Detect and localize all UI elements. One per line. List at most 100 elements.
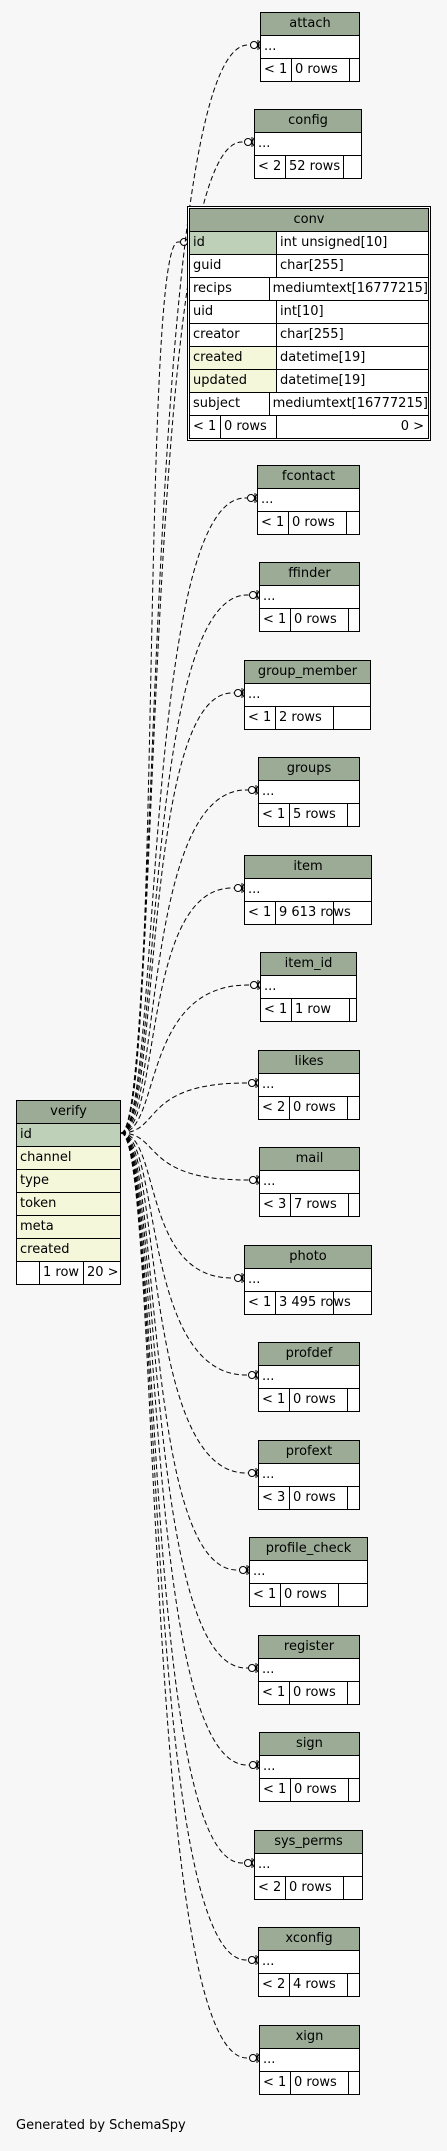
table-header[interactable]: attach <box>261 13 359 36</box>
column-name[interactable]: subject <box>193 396 241 411</box>
collapsed-columns[interactable]: ... <box>248 882 261 897</box>
table-header[interactable]: profdef <box>259 1343 359 1366</box>
table-verify-header[interactable]: verify <box>17 1101 120 1124</box>
parent-count: < 1 <box>253 1587 277 1602</box>
table-header[interactable]: mail <box>260 1148 359 1171</box>
table-header[interactable]: fcontact <box>258 466 359 489</box>
table-header[interactable]: ffinder <box>260 563 359 586</box>
relationship-edge <box>120 789 258 1134</box>
many-marker <box>255 1370 259 1380</box>
many-marker <box>255 1663 259 1673</box>
column-meta[interactable]: meta <box>17 1216 120 1238</box>
column-name[interactable]: updated <box>190 370 276 392</box>
generated-by-label: Generated by SchemaSpy <box>16 2118 186 2133</box>
column-name[interactable]: created <box>190 347 276 369</box>
table-header[interactable]: xconfig <box>259 1928 359 1951</box>
collapsed-columns[interactable]: ... <box>264 979 277 994</box>
column-id[interactable]: id <box>17 1124 120 1146</box>
table-header[interactable]: group_member <box>245 661 370 684</box>
collapsed-columns[interactable]: ... <box>261 492 274 507</box>
optional-marker <box>248 1956 256 1964</box>
collapsed-columns[interactable]: ... <box>262 1662 275 1677</box>
relationship-edge <box>120 1082 258 1134</box>
collapsed-columns[interactable]: ... <box>263 1759 276 1774</box>
collapsed-columns[interactable]: ... <box>258 136 271 151</box>
relationship-edge <box>120 1132 258 1376</box>
collapsed-columns[interactable]: ... <box>258 1857 271 1872</box>
child-count <box>347 1097 359 1119</box>
table-header[interactable]: sys_perms <box>255 1831 362 1854</box>
collapsed-columns[interactable]: ... <box>263 2052 276 2067</box>
collapsed-columns[interactable]: ... <box>263 1174 276 1189</box>
table-header[interactable]: register <box>259 1636 359 1659</box>
column-created[interactable]: created <box>17 1239 120 1261</box>
child-count <box>333 707 370 729</box>
table-conv-header[interactable]: conv <box>190 209 428 232</box>
row-count: 52 rows <box>285 156 343 178</box>
column-name[interactable]: creator <box>193 327 240 342</box>
table-header[interactable]: photo <box>245 1246 371 1269</box>
table-header[interactable]: item_id <box>261 953 356 976</box>
column-type[interactable]: type <box>17 1170 120 1192</box>
table-header[interactable]: sign <box>260 1733 359 1756</box>
column-name[interactable]: recips <box>193 281 232 296</box>
column-name[interactable]: id <box>190 232 276 254</box>
collapsed-columns[interactable]: ... <box>263 589 276 604</box>
table-header[interactable]: config <box>255 110 361 133</box>
collapsed-columns[interactable]: ... <box>248 1272 261 1287</box>
child-count <box>348 2072 359 2094</box>
parent-count: < 1 <box>263 2075 287 2090</box>
optional-marker <box>248 1664 256 1672</box>
table-verify[interactable]: verify id channel type token meta create… <box>16 1100 121 1285</box>
parent-count: < 1 <box>248 905 272 920</box>
collapsed-columns[interactable]: ... <box>262 1369 275 1384</box>
row-count: 9 613 rows <box>275 902 351 924</box>
child-count: 20 > <box>83 1262 120 1284</box>
relationship-edge <box>120 241 190 1134</box>
collapsed-columns[interactable]: ... <box>253 1564 266 1579</box>
column-channel[interactable]: channel <box>17 1147 120 1169</box>
collapsed-columns[interactable]: ... <box>262 784 275 799</box>
table-header[interactable]: profile_check <box>250 1538 367 1561</box>
collapsed-columns[interactable]: ... <box>262 1467 275 1482</box>
column-token[interactable]: token <box>17 1193 120 1215</box>
collapsed-columns[interactable]: ... <box>262 1077 275 1092</box>
table-header[interactable]: likes <box>259 1051 359 1074</box>
table-header[interactable]: groups <box>259 758 359 781</box>
table-header[interactable]: profext <box>259 1441 359 1464</box>
collapsed-columns[interactable]: ... <box>248 687 261 702</box>
table-header[interactable]: item <box>245 856 371 879</box>
many-marker <box>255 1468 259 1478</box>
column-name[interactable]: guid <box>193 258 222 273</box>
collapsed-columns[interactable]: ... <box>262 1954 275 1969</box>
row-count: 0 rows <box>285 1877 343 1899</box>
many-marker <box>251 137 255 147</box>
row-count: 0 rows <box>290 609 348 631</box>
row-count: 0 rows <box>288 512 346 534</box>
row-count: 0 rows <box>289 1097 347 1119</box>
relationship-edge <box>120 1132 259 2059</box>
column-name[interactable]: uid <box>193 304 214 319</box>
collapsed-columns[interactable]: ... <box>264 39 277 54</box>
table-header[interactable]: xign <box>260 2026 359 2049</box>
